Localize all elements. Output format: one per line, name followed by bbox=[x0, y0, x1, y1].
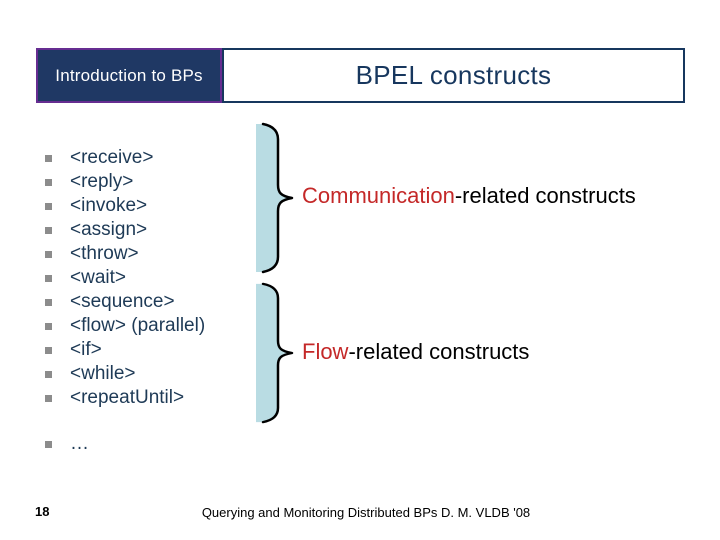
list-item: <throw> bbox=[45, 242, 205, 266]
square-bullet-icon bbox=[45, 155, 52, 162]
ellipsis-label: … bbox=[70, 433, 89, 454]
list-item: <receive> bbox=[45, 146, 205, 170]
list-item-label: <receive> bbox=[70, 147, 154, 168]
curly-brace-flow-icon bbox=[256, 282, 294, 424]
square-bullet-icon bbox=[45, 441, 52, 448]
list-item: <wait> bbox=[45, 266, 205, 290]
section-tab: Introduction to BPs bbox=[36, 48, 222, 103]
list-item: <reply> bbox=[45, 170, 205, 194]
list-item-ellipsis: … bbox=[45, 432, 89, 456]
list-item-label: <wait> bbox=[70, 267, 126, 288]
square-bullet-icon bbox=[45, 179, 52, 186]
group-label-highlight: Communication bbox=[302, 183, 455, 208]
list-item: <assign> bbox=[45, 218, 205, 242]
list-item-label: <invoke> bbox=[70, 195, 148, 216]
construct-list: <receive> <reply> <invoke> <assign> <thr… bbox=[45, 146, 205, 410]
curly-brace-communication-icon bbox=[256, 122, 294, 274]
list-item-label: <reply> bbox=[70, 171, 134, 192]
square-bullet-icon bbox=[45, 323, 52, 330]
footer-text: Querying and Monitoring Distributed BPs … bbox=[201, 505, 531, 520]
group-label-flow: Flow-related constructs bbox=[302, 339, 529, 365]
list-item: <while> bbox=[45, 362, 205, 386]
square-bullet-icon bbox=[45, 227, 52, 234]
list-item: <if> bbox=[45, 338, 205, 362]
group-label-communication: Communication-related constructs bbox=[302, 183, 636, 209]
list-item-label: <assign> bbox=[70, 219, 148, 240]
list-item-label: <if> bbox=[70, 339, 102, 360]
list-item-label: <flow> (parallel) bbox=[70, 315, 206, 336]
group-label-highlight: Flow bbox=[302, 339, 349, 364]
square-bullet-icon bbox=[45, 371, 52, 378]
square-bullet-icon bbox=[45, 275, 52, 282]
square-bullet-icon bbox=[45, 395, 52, 402]
list-item-label: <throw> bbox=[70, 243, 139, 264]
list-item-label: <while> bbox=[70, 363, 136, 384]
group-label-rest: -related constructs bbox=[348, 339, 530, 364]
square-bullet-icon bbox=[45, 299, 52, 306]
list-item: <repeatUntil> bbox=[45, 386, 205, 410]
slide-title-box: BPEL constructs bbox=[222, 48, 685, 103]
list-item: <flow> (parallel) bbox=[45, 314, 205, 338]
square-bullet-icon bbox=[45, 347, 52, 354]
square-bullet-icon bbox=[45, 203, 52, 210]
list-item: <sequence> bbox=[45, 290, 205, 314]
slide-title: BPEL constructs bbox=[355, 60, 552, 90]
list-item-label: <repeatUntil> bbox=[70, 387, 185, 408]
group-label-rest: -related constructs bbox=[454, 183, 636, 208]
list-item: <invoke> bbox=[45, 194, 205, 218]
list-item-label: <sequence> bbox=[70, 291, 175, 312]
page-number: 18 bbox=[35, 504, 50, 519]
square-bullet-icon bbox=[45, 251, 52, 258]
section-tab-label: Introduction to BPs bbox=[55, 65, 203, 85]
